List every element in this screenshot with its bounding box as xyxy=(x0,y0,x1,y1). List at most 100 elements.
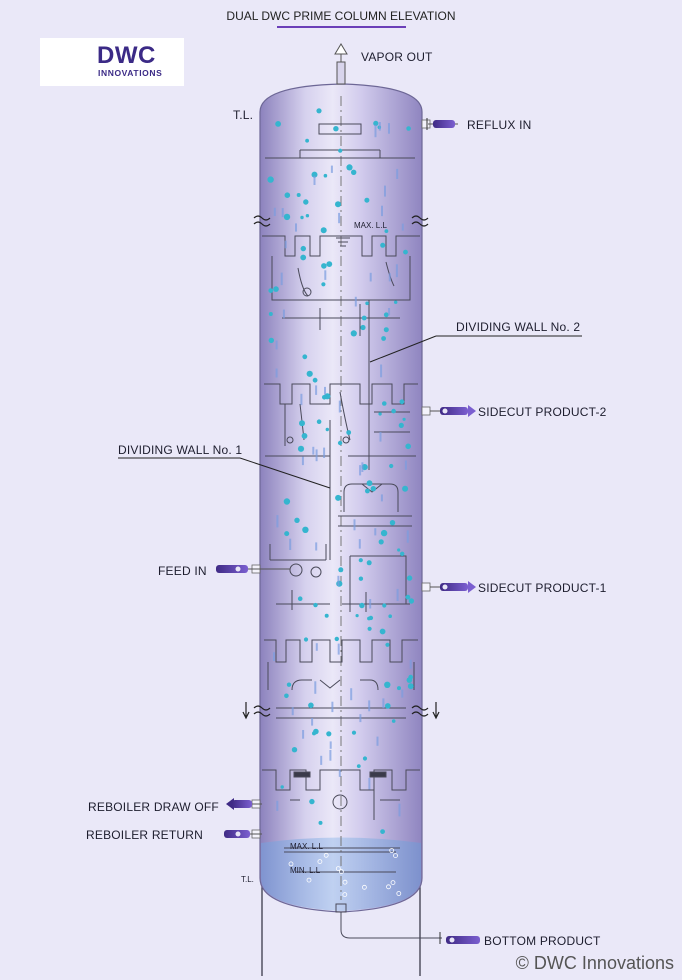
droplet xyxy=(403,249,408,255)
copyright-text: © DWC Innovations xyxy=(515,953,674,973)
droplets xyxy=(267,108,415,897)
bottom-liquid xyxy=(261,837,421,911)
droplet xyxy=(361,315,367,321)
droplet xyxy=(405,443,412,450)
droplet xyxy=(391,719,396,723)
droplet xyxy=(300,254,307,261)
droplet xyxy=(311,171,318,178)
droplet xyxy=(316,108,322,114)
bubble xyxy=(342,892,348,897)
droplet xyxy=(334,636,339,642)
droplet xyxy=(338,148,343,153)
liquid-streak xyxy=(384,185,386,197)
droplet xyxy=(286,682,292,687)
droplet xyxy=(385,642,390,647)
droplet xyxy=(305,138,309,143)
bubble xyxy=(396,891,402,896)
logo-word: DWC xyxy=(97,42,156,69)
liquid-streak xyxy=(368,777,371,790)
liquid-streak xyxy=(396,168,399,179)
sidecut-product-1-arrow xyxy=(430,581,476,593)
liquid-streak xyxy=(359,714,362,723)
bubble xyxy=(317,859,323,864)
bubble xyxy=(361,884,367,890)
liquid-streak xyxy=(401,223,404,231)
label-reboiler-return: REBOILER RETURN xyxy=(86,828,204,842)
bubble xyxy=(306,877,312,883)
droplet xyxy=(365,488,370,494)
droplet xyxy=(284,192,291,198)
droplet xyxy=(335,201,341,208)
bubble xyxy=(342,879,348,885)
droplet xyxy=(325,427,329,432)
stream-arrows xyxy=(216,118,480,944)
liquid-streak xyxy=(315,643,318,651)
droplet xyxy=(367,626,372,631)
droplet xyxy=(291,747,298,753)
droplet xyxy=(302,526,309,533)
liquid-streak xyxy=(315,385,318,395)
droplet xyxy=(324,613,329,618)
droplet xyxy=(383,312,389,318)
droplet xyxy=(356,764,361,768)
liquid-streak xyxy=(282,309,285,319)
droplet xyxy=(326,731,332,737)
droplet xyxy=(360,324,366,331)
droplet xyxy=(380,242,386,248)
liquid-streak xyxy=(358,539,361,549)
droplet xyxy=(399,399,405,405)
logo-sub: INNOVATIONS xyxy=(98,68,163,78)
liquid-streak xyxy=(280,272,283,286)
label-min-ll-bottom: MIN. L.L xyxy=(290,866,321,875)
droplet xyxy=(300,215,304,220)
liquid-streak xyxy=(368,700,371,712)
reflux-in-arrow xyxy=(426,118,458,130)
bubble xyxy=(389,848,395,853)
bubble xyxy=(288,861,294,867)
droplet xyxy=(273,286,279,292)
droplet xyxy=(299,420,305,427)
droplet xyxy=(268,288,274,293)
label-vapor-out: VAPOR OUT xyxy=(361,50,433,64)
droplet xyxy=(385,703,391,709)
droplet xyxy=(380,829,385,834)
droplet xyxy=(283,213,291,221)
droplet xyxy=(346,164,353,171)
liquid-streak xyxy=(311,718,314,726)
droplet xyxy=(406,677,413,683)
droplet xyxy=(382,603,387,608)
label-dividing-wall-1: DIVIDING WALL No. 1 xyxy=(118,443,243,457)
droplet xyxy=(406,126,411,131)
liquid-streak xyxy=(388,273,391,282)
liquid-streak xyxy=(353,519,356,531)
droplet xyxy=(391,408,396,414)
label-sidecut-product-1: SIDECUT PRODUCT-1 xyxy=(478,581,607,595)
label-tl-bottom: T.L. xyxy=(241,875,254,884)
label-feed-in: FEED IN xyxy=(158,564,207,578)
leader-lines xyxy=(118,335,582,489)
droplet xyxy=(333,126,339,132)
liquid-streak xyxy=(275,368,278,378)
liquid-streak xyxy=(324,270,327,280)
liquid-streak xyxy=(409,659,412,669)
droplet xyxy=(312,377,318,383)
droplet xyxy=(408,598,415,604)
liquid-streak xyxy=(374,528,377,536)
droplet xyxy=(324,393,331,400)
droplet xyxy=(397,686,401,691)
droplet xyxy=(355,614,359,618)
droplet xyxy=(297,596,303,601)
droplet xyxy=(305,214,310,218)
liquid-streak xyxy=(315,542,318,551)
label-dividing-wall-2: DIVIDING WALL No. 2 xyxy=(456,320,581,334)
droplet xyxy=(407,683,414,690)
droplet xyxy=(350,330,357,337)
company-logo xyxy=(40,38,184,86)
droplet xyxy=(306,370,313,377)
liquid-streak xyxy=(350,688,353,701)
droplet xyxy=(397,548,401,552)
droplet xyxy=(373,120,379,126)
liquid-streak xyxy=(300,393,303,406)
droplet xyxy=(405,594,411,600)
